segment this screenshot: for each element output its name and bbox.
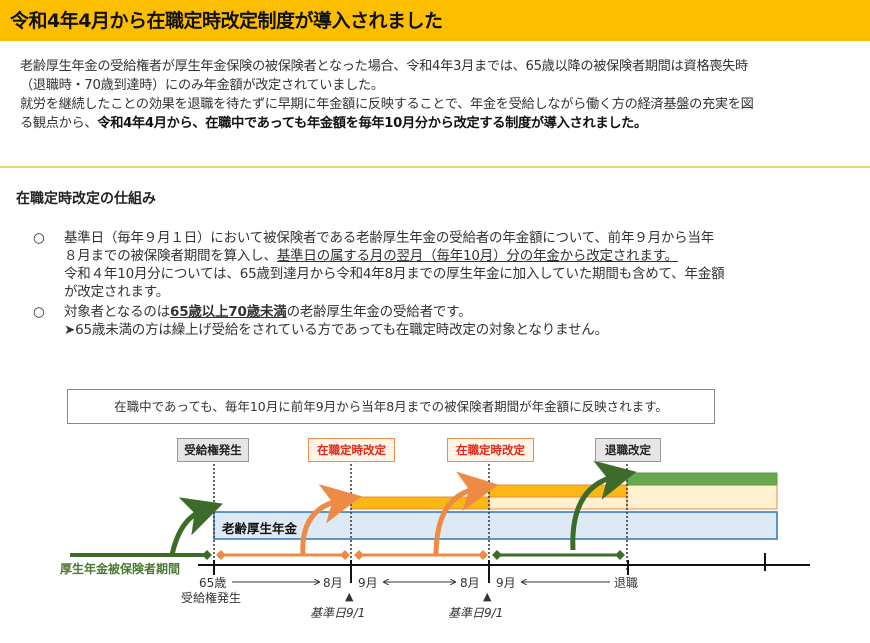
bullet-1-line-1: 基準日（毎年９月１日）において被保険者である老齢厚生年金の受給者の年金額について… [64,230,715,246]
section-divider [0,166,870,168]
increment-bar-2 [488,484,628,498]
base-date-label-2: 基準日9/1 [448,606,504,620]
page-title: 令和4年4月から在職定時改定制度が導入されました [10,10,443,32]
triangle-marker-icon: ▲ [483,590,492,603]
label-sep-2: 9月 [496,576,516,590]
label-aug-1: 8月 [323,576,343,590]
circle-bullet-icon: ○ [33,230,45,246]
intro-line-2: （退職時・70歳到達時）にのみ年金額が改定されていました。 [20,78,384,93]
base-date-label-1: 基準日9/1 [310,606,366,620]
bullet-2-pre: 対象者となるのは [64,304,170,320]
section-title: 在職定時改定の仕組み [16,191,156,207]
intro-line-4-plain: る観点から、 [20,116,98,131]
bullet-text-2: 対象者となるのは65歳以上70歳未満の老齢厚生年金の受給者です。 ➤65歳未満の… [64,303,854,339]
bullet-1-line-2-underlined: 基準日の属する月の翌月（毎年10月）分の年金から改定されます。 [276,248,678,264]
circle-bullet-icon: ○ [33,304,45,320]
bullet-2-post: の老齢厚生年金の受給者です。 [286,304,472,320]
label-entitlement: 受給権発生 [181,591,242,605]
pension-bar-label: 老齢厚生年金 [222,521,298,536]
bullet-1-line-2: ８月までの被保険者期間を算入し、基準日の属する月の翌月（毎年10月）分の年金から… [64,247,854,265]
bullet-1-line-3: 令和４年10月分については、65歳到達月から令和4年8月までの厚生年金に加入して… [64,266,725,282]
pension-bar [213,511,778,540]
intro-line-3: 就労を継続したことの効果を退職を待たずに早期に年金額に反映することで、年金を受給… [20,97,754,112]
label-aug-2: 8月 [460,576,480,590]
tag-entitlement: 受給権発生 [177,438,249,462]
insured-period-label: 厚生年金被保険者期間 [60,562,181,576]
tag-retirement-revision: 退職改定 [595,438,661,462]
bullet-1-line-4: が改定されます。 [64,284,170,300]
label-retirement: 退職 [614,576,639,590]
bullet-2-line-2: ➤65歳未満の方は繰上げ受給をされている方であっても在職定時改定の対象となりませ… [64,322,608,338]
bullet-1-line-2-plain: ８月までの被保険者期間を算入し、 [64,248,277,264]
triangle-marker-icon: ▲ [345,590,354,603]
retirement-increment-bar [626,472,778,486]
bullet-text-1: 基準日（毎年９月１日）において被保険者である老齢厚生年金の受給者の年金額について… [64,229,854,301]
intro-paragraph: 老齢厚生年金の受給権者が厚生年金保険の被保険者となった場合、令和4年3月までは、… [20,57,865,133]
diagram-note-box: 在職中であっても、毎年10月に前年9月から当年8月までの被保険者期間が年金額に反… [67,389,715,424]
intro-line-1: 老齢厚生年金の受給権者が厚生年金保険の被保険者となった場合、令和4年3月までは、… [20,59,748,74]
bullet-2-line-1: 対象者となるのは65歳以上70歳未満の老齢厚生年金の受給者です。 [64,303,854,321]
label-age-65: 65歳 [199,576,227,590]
intro-line-4-bold: 令和4年4月から、在職中であっても年金額を毎年10月分から改定する制度が導入され… [97,116,647,131]
bullet-2-emphasis: 65歳以上70歳未満 [170,304,287,320]
tag-in-service-revision-1: 在職定時改定 [308,438,395,462]
label-sep-1: 9月 [358,576,378,590]
tag-in-service-revision-2: 在職定時改定 [447,438,534,462]
intro-line-4: る観点から、令和4年4月から、在職中であっても年金額を毎年10月分から改定する制… [20,114,865,133]
increment-bar-2-light [626,484,778,510]
title-banner: 令和4年4月から在職定時改定制度が導入されました [0,0,870,41]
